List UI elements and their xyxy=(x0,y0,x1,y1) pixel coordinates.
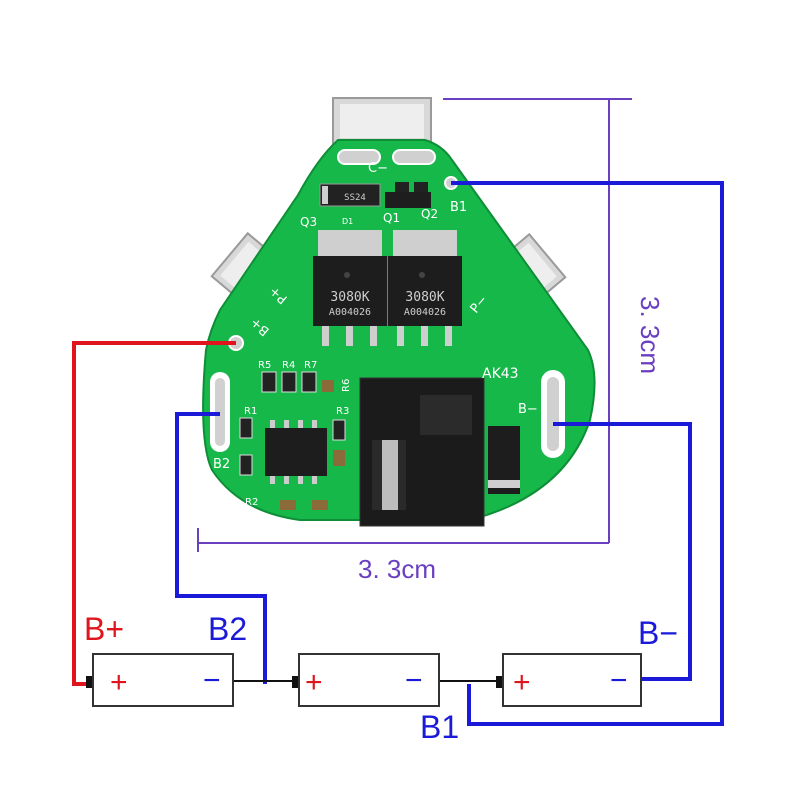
label-b-minus: B− xyxy=(518,402,538,417)
battery-cell-2: + − xyxy=(292,653,440,707)
cell-2-plus: + xyxy=(305,666,323,699)
mosfet-q1-part: 3080K xyxy=(330,290,369,305)
mosfet-q1-code: A004026 xyxy=(329,307,371,318)
width-dimension-label: 3. 3cm xyxy=(358,554,436,584)
cell-1-plus: + xyxy=(110,666,128,699)
protection-ic xyxy=(265,420,327,484)
label-d1: D1 xyxy=(342,217,353,226)
tab-c-minus xyxy=(332,97,432,145)
label-c-minus: C− xyxy=(368,161,388,176)
label-r6: R6 xyxy=(341,379,352,392)
mosfet-q2-part: 3080K xyxy=(405,290,444,305)
label-r3: R3 xyxy=(336,406,349,417)
label-r2: R2 xyxy=(245,497,258,508)
wire-b1 xyxy=(451,181,724,726)
wire-label-b1: B1 xyxy=(420,709,459,745)
label-b2: B2 xyxy=(213,457,230,472)
wire-b-plus xyxy=(72,341,236,686)
dimension-height xyxy=(443,98,632,543)
mosfet-q1: 3080K A004026 xyxy=(313,230,387,346)
cell-1-minus: − xyxy=(203,664,221,697)
label-r5: R5 xyxy=(258,360,271,371)
label-q3: Q3 xyxy=(300,215,317,229)
label-ak43: AK43 xyxy=(482,366,519,382)
dc-jack xyxy=(359,377,485,527)
wire-label-b2: B2 xyxy=(208,611,247,647)
cell-3-plus: + xyxy=(513,666,531,699)
wire-label-b-plus: B+ xyxy=(84,611,124,647)
battery-cell-3: + − xyxy=(496,653,642,707)
mosfet-q2: 3080K A004026 xyxy=(388,230,462,346)
wire-b2 xyxy=(175,412,267,684)
cell-2-minus: − xyxy=(405,664,423,697)
height-dimension-label: 3. 3cm xyxy=(635,296,665,374)
wire-label-b-minus: B− xyxy=(638,615,678,651)
label-r4: R4 xyxy=(282,360,295,371)
mosfet-q2-code: A004026 xyxy=(404,307,446,318)
dimension-width xyxy=(197,528,609,552)
label-b1: B1 xyxy=(450,200,467,215)
pcb-board: SS24 3080K A004026 3080K A004026 xyxy=(202,97,596,527)
cell-3-minus: − xyxy=(610,664,628,697)
label-q2: Q2 xyxy=(421,207,438,221)
label-r7: R7 xyxy=(304,360,317,371)
battery-cell-1: + − xyxy=(86,653,234,707)
label-r1: R1 xyxy=(244,406,257,417)
diode-code: SS24 xyxy=(344,193,366,203)
label-q1: Q1 xyxy=(383,211,400,225)
wire-b-minus xyxy=(553,422,692,681)
